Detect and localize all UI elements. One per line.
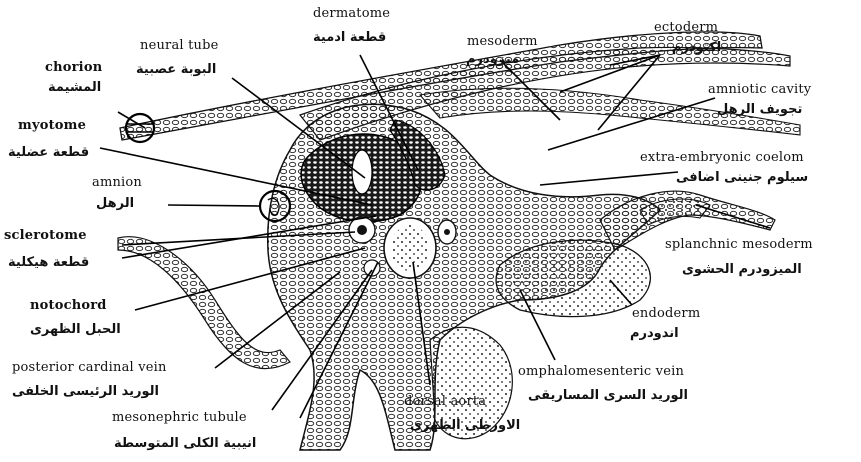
amnion-left-arm bbox=[118, 237, 290, 369]
chorion-label-ar: المشيمة bbox=[48, 80, 101, 95]
amniotic-cavity-label-ar: تجويف الرهل bbox=[717, 102, 802, 117]
neural-tube-label-ar: البوبة عصبية bbox=[136, 62, 216, 77]
ectoderm-label: ectoderm bbox=[654, 20, 718, 35]
mesoderm-label-ar: ميزودرم bbox=[466, 52, 519, 67]
neural-canal bbox=[352, 150, 372, 194]
amnion-label-ar: الرهل bbox=[96, 196, 134, 211]
notochord-label: notochord bbox=[30, 298, 107, 313]
mesonephric-tubule-label-ar: انيبية الكلى المتوسطة bbox=[114, 436, 256, 451]
amnion-label: amnion bbox=[92, 175, 142, 190]
ectoderm-label-ar: اكتودرم bbox=[672, 40, 721, 55]
splanchnic-mesoderm-label-ar: الميزودرم الحشوى bbox=[682, 262, 802, 277]
amniotic-cavity-label: amniotic cavity bbox=[708, 82, 811, 97]
sclerotome-label-ar: قطعة هيكلية bbox=[8, 255, 89, 270]
dorsal-aorta-label: dorsal aorta bbox=[404, 394, 486, 409]
neural-tube-label: neural tube bbox=[140, 38, 219, 53]
dermatome-label: dermatome bbox=[313, 6, 390, 21]
posterior-cardinal-vein-label-ar: الوريد الرئيسى الخلفى bbox=[12, 384, 159, 399]
endoderm-label: endoderm bbox=[632, 306, 700, 321]
endoderm-label-ar: اندودرم bbox=[630, 326, 679, 341]
notochord-label-ar: الحبل الظهرى bbox=[30, 322, 121, 337]
dermatome-label-ar: قطعة ادمية bbox=[313, 30, 386, 45]
extra-embryonic-coelom-label-ar: سيلوم جنينى اضافى bbox=[676, 170, 808, 185]
mesonephric-tubule-label: mesonephric tubule bbox=[112, 410, 247, 425]
splanchnic-mesoderm-label: splanchnic mesoderm bbox=[665, 237, 813, 252]
posterior-cardinal-vein-label: posterior cardinal vein bbox=[12, 360, 167, 375]
chorion-label: chorion bbox=[45, 60, 102, 75]
myotome-label: myotome bbox=[18, 118, 86, 133]
sclerotome-label: sclerotome bbox=[4, 228, 87, 243]
extra-embryonic-coelom-label: extra-embryonic coelom bbox=[640, 150, 804, 165]
myotome-label-ar: قطعة عضلية bbox=[8, 145, 89, 160]
omphalomesenteric-vein-label-ar: الوريد السرى المساريقى bbox=[528, 388, 688, 403]
omphalomesenteric-vein-label: omphalomesenteric vein bbox=[518, 364, 684, 379]
dorsal-aorta-label-ar: الاورطى الظهرى bbox=[410, 418, 520, 433]
mesoderm-label: mesoderm bbox=[467, 34, 538, 49]
